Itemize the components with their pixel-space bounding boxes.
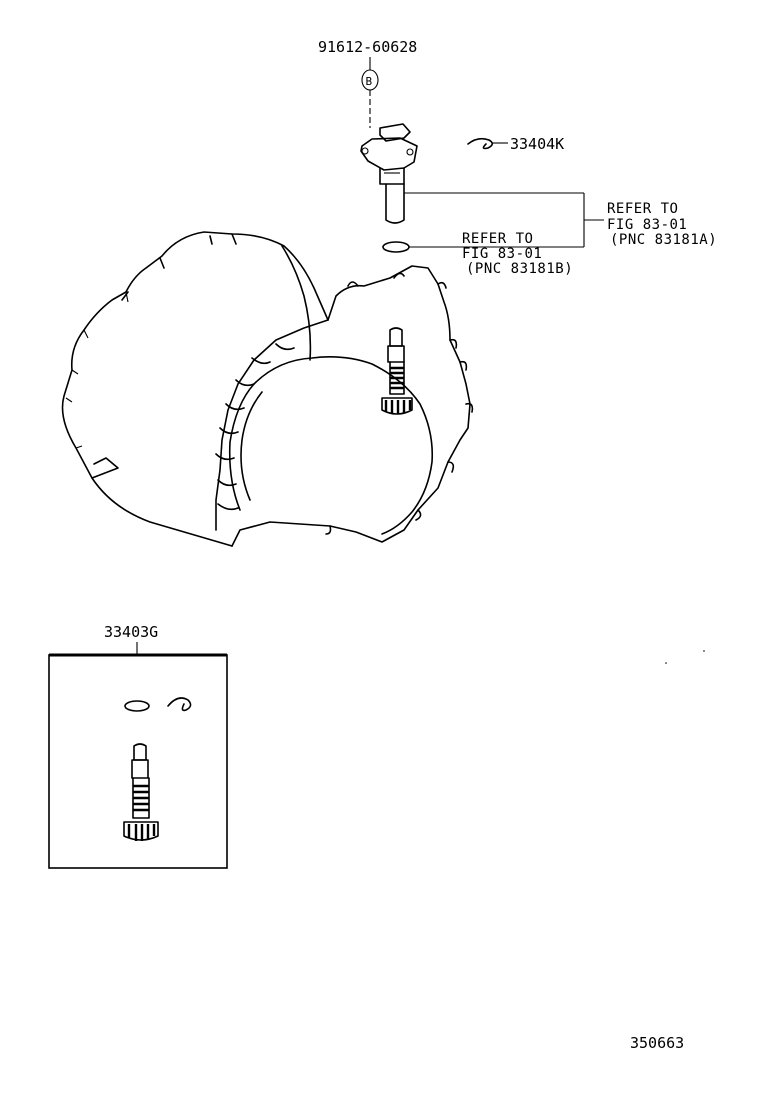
reference-note-oring: REFER TO FIG 83-01 (PNC 83181B): [462, 231, 573, 277]
driven-gear-installed[interactable]: [381, 327, 413, 415]
kit-o-ring: [124, 700, 150, 712]
svg-text:REFER TO: REFER TO: [607, 201, 678, 217]
o-ring[interactable]: [382, 241, 410, 253]
svg-text:(PNC 83181A): (PNC 83181A): [610, 232, 717, 248]
svg-text:REFER TO: REFER TO: [462, 231, 533, 247]
kit-part-number[interactable]: 33403G: [104, 623, 158, 641]
bolt-marker-letter: B: [366, 75, 373, 88]
reference-note-sensor: REFER TO FIG 83-01 (PNC 83181A): [607, 201, 717, 248]
svg-text:FIG 83-01: FIG 83-01: [607, 217, 687, 233]
clip-callout: 33404K: [467, 135, 564, 153]
kit-driven-gear: [123, 743, 159, 841]
kit-callout: 33403G: [104, 623, 158, 655]
bolt-callout: 91612-60628 B: [318, 38, 417, 128]
speed-sensor[interactable]: [360, 123, 418, 224]
clip-icon[interactable]: [467, 137, 494, 150]
svg-text:FIG 83-01: FIG 83-01: [462, 246, 542, 262]
bolt-part-number[interactable]: 91612-60628: [318, 38, 417, 56]
illustration-number: 350663: [630, 1034, 684, 1052]
kit-box[interactable]: [48, 653, 228, 869]
transmission-housing: [61, 231, 474, 547]
svg-text:(PNC 83181B): (PNC 83181B): [466, 261, 573, 277]
clip-part-number[interactable]: 33404K: [510, 135, 564, 153]
reference-leaders: [404, 192, 604, 248]
kit-clip-icon: [167, 697, 192, 712]
